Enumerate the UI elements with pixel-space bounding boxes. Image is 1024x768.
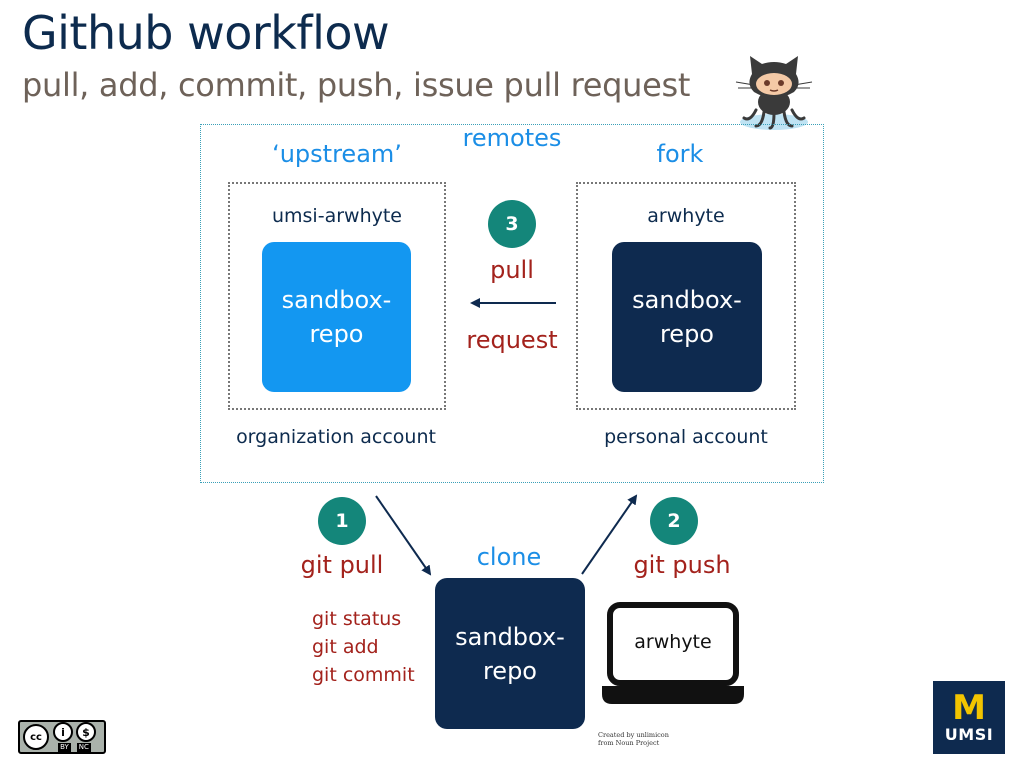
cc-icon: cc [23,724,49,750]
upstream-account-type: organization account [236,426,436,448]
upstream-repo-line2: repo [309,320,364,348]
upstream-repo: sandbox- repo [262,242,411,392]
by-icon: i [53,722,73,742]
pull-request-label-line2: request [466,326,558,354]
nc-icon: $ [76,722,96,742]
git-pull-label: git pull [300,551,384,579]
git-push-label: git push [633,551,731,579]
cc-license-badge: cc i $ BY NC [18,720,106,754]
cc-by-text: BY [58,743,71,752]
octocat-icon [735,56,813,130]
step-1-badge: 1 [318,497,366,545]
upstream-account-name: umsi-arwhyte [271,205,402,227]
upstream-label: ‘upstream’ [272,140,402,168]
fork-repo: sandbox- repo [612,242,762,392]
upstream-repo-line1: sandbox- [281,286,392,314]
icon-credit-line2: from Noun Project [598,739,660,747]
page-title: Github workflow [22,6,390,60]
cc-nc-text: NC [76,743,91,752]
fork-repo-line2: repo [659,320,714,348]
local-repo-line2: repo [482,656,537,685]
git-status-command: git status [312,608,402,630]
fork-account-type: personal account [604,426,768,448]
local-repo: sandbox- repo [435,578,585,729]
laptop-user-label: arwhyte [634,631,712,653]
fork-account-name: arwhyte [647,205,725,227]
upstream-account-box [228,182,446,410]
fork-repo-line1: sandbox- [632,286,742,314]
page-subtitle: pull, add, commit, push, issue pull requ… [22,66,691,104]
local-repo-line1: sandbox- [455,622,565,651]
git-add-command: git add [312,636,379,658]
umsi-block-m: M [952,687,986,728]
icon-credit-line1: Created by unlimicon [598,731,669,739]
step-2-badge: 2 [650,497,698,545]
local-commands: git status git add git commit [312,605,415,689]
clone-label: clone [476,543,542,571]
remotes-label: remotes [462,124,562,152]
git-push-arrow [581,494,638,575]
umsi-logo-text: UMSI [944,724,994,744]
laptop-icon [602,602,744,704]
icon-credit: Created by unlimicon from Noun Project [598,731,669,747]
remotes-container [200,124,824,483]
umsi-logo: M UMSI [933,681,1005,754]
pull-request-label-line1: pull [490,256,534,284]
fork-account-box [576,182,796,410]
git-commit-command: git commit [312,664,415,686]
git-pull-arrow [375,495,432,576]
fork-label: fork [656,140,704,168]
step-3-badge: 3 [488,200,536,248]
